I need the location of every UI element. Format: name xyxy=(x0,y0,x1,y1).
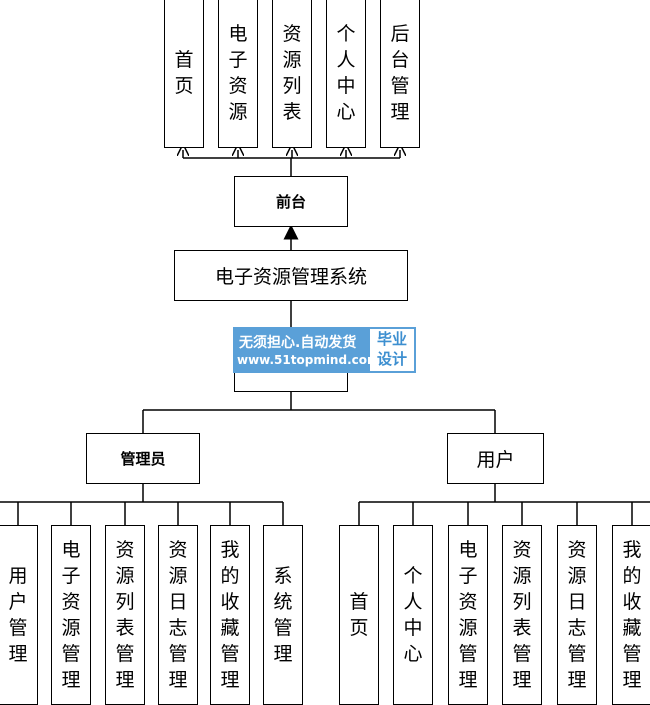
front-node: 前台 xyxy=(234,176,348,227)
front-module-backend: 后台管理 xyxy=(380,0,420,148)
admin-module-resource-list-management-label: 资源列表管理 xyxy=(115,539,135,691)
user-module-resource-log-management-label: 资源日志管理 xyxy=(567,539,587,691)
front-module-e-resources: 电子资源 xyxy=(218,0,258,148)
user-module-resource-list-management: 资源列表管理 xyxy=(502,525,542,705)
front-module-resource-list: 资源列表 xyxy=(272,0,312,148)
admin-module-system-management: 系统管理 xyxy=(263,525,303,705)
system-node-label: 电子资源管理系统 xyxy=(214,266,367,288)
admin-node: 管理员 xyxy=(86,433,200,484)
user-module-personal-center-label: 个人中心 xyxy=(403,565,423,665)
front-module-personal-center-label: 个人中心 xyxy=(336,23,356,123)
admin-module-favorites-management: 我的收藏管理 xyxy=(210,525,250,705)
system-node: 电子资源管理系统 xyxy=(174,250,408,301)
user-module-home-label: 首页 xyxy=(349,591,369,639)
front-module-home-label: 首页 xyxy=(174,49,194,97)
front-module-resource-list-label: 资源列表 xyxy=(282,23,302,123)
user-module-e-resource-management: 电子资源管理 xyxy=(448,525,488,705)
admin-module-resource-list-management: 资源列表管理 xyxy=(105,525,145,705)
user-module-resource-log-management: 资源日志管理 xyxy=(557,525,597,705)
user-module-favorites-management-label: 我的收藏管理 xyxy=(622,539,642,691)
watermark-line1: 无须担心.自动发货 xyxy=(239,335,357,351)
user-module-favorites-management: 我的收藏管理 xyxy=(612,525,650,705)
front-module-home: 首页 xyxy=(164,0,204,148)
admin-module-e-resource-management-label: 电子资源管理 xyxy=(61,539,81,691)
watermark-text-block: 无须担心.自动发货 www.51topmind.com xyxy=(233,327,380,373)
admin-node-label: 管理员 xyxy=(120,450,166,468)
user-node: 用户 xyxy=(447,433,544,484)
admin-module-user-management: 用户管理 xyxy=(0,525,38,705)
user-node-label: 用户 xyxy=(476,449,515,471)
user-module-resource-list-management-label: 资源列表管理 xyxy=(512,539,532,691)
user-module-personal-center: 个人中心 xyxy=(393,525,433,705)
front-node-label: 前台 xyxy=(275,193,306,211)
admin-module-system-management-label: 系统管理 xyxy=(273,565,293,665)
admin-module-e-resource-management: 电子资源管理 xyxy=(51,525,91,705)
admin-module-favorites-management-label: 我的收藏管理 xyxy=(220,539,240,691)
watermark-badge: 毕业设计 xyxy=(370,329,414,371)
front-module-personal-center: 个人中心 xyxy=(326,0,366,148)
front-module-e-resources-label: 电子资源 xyxy=(228,23,248,123)
watermark-url: www.51topmind.com xyxy=(237,353,380,367)
admin-module-resource-log-management: 资源日志管理 xyxy=(158,525,198,705)
admin-module-resource-log-management-label: 资源日志管理 xyxy=(168,539,188,691)
front-module-backend-label: 后台管理 xyxy=(390,23,410,123)
user-module-home: 首页 xyxy=(339,525,379,705)
watermark: 无须担心.自动发货 www.51topmind.com 毕业设计 xyxy=(233,327,416,373)
user-module-e-resource-management-label: 电子资源管理 xyxy=(458,539,478,691)
admin-module-user-management-label: 用户管理 xyxy=(8,565,28,665)
